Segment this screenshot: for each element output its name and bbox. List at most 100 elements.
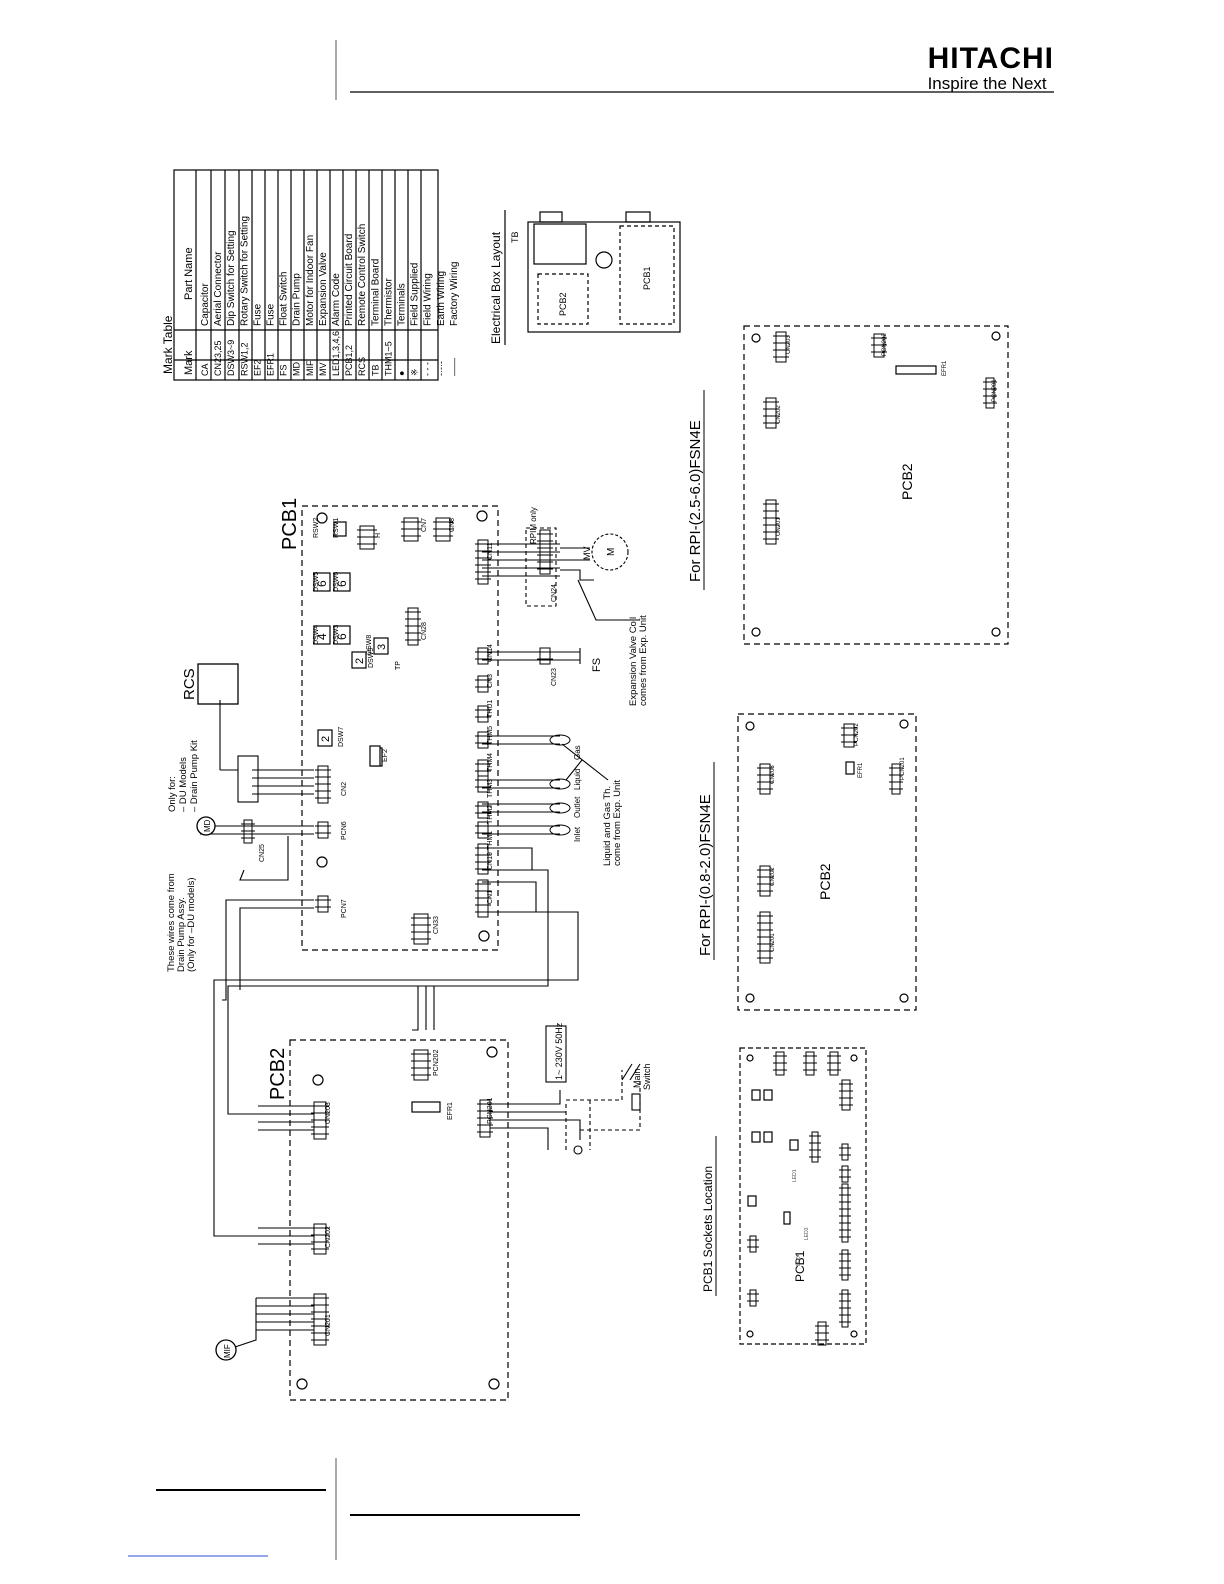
- rcs-label: RCS: [181, 668, 198, 700]
- part-name-cell: Rotary Switch for Setting: [239, 216, 250, 326]
- electrical-box-layout: [504, 210, 681, 345]
- thm5-label: THM5: [487, 726, 494, 745]
- large-cn201-connector: [763, 499, 779, 545]
- mark-col-header: Mark: [183, 350, 195, 375]
- cn203-connector: [311, 1101, 329, 1140]
- socket-cn1: [839, 1289, 851, 1328]
- large-cn202-connector: [763, 397, 779, 429]
- part-name-cell: Float Switch: [279, 272, 290, 326]
- cn2-connector: [315, 765, 331, 804]
- socket-pcn7: [747, 1289, 759, 1307]
- dsw3-value: 6: [335, 633, 349, 640]
- sockets-pcb1-label: PCB1: [793, 1250, 807, 1282]
- pcb1-wiring: [200, 527, 640, 1237]
- large-pcn201-connector: [983, 377, 997, 409]
- pcn202-label: PCN202: [433, 1049, 440, 1076]
- part-name-cell: Motor for Indoor Fan: [305, 235, 316, 326]
- liquid-note-2: come from Exp. Unit: [612, 780, 623, 866]
- h-connector: [357, 525, 377, 550]
- large-efr1: EFR1: [942, 360, 948, 376]
- pcb1-board: [301, 505, 499, 951]
- cn28-label: CN28: [421, 622, 428, 640]
- for-large-title: For RPI-(2.5-6.0)FSN4E: [687, 420, 704, 582]
- socket-pcn6: [747, 1235, 759, 1253]
- cn201-connector: [311, 1293, 329, 1346]
- pcb2-label: PCB2: [267, 1048, 289, 1100]
- thm4-label: THM4: [487, 753, 494, 772]
- pcn7-label: PCN7: [341, 899, 348, 918]
- large-cn202: CN202: [776, 405, 782, 424]
- mark-cell: RSW1,2: [239, 342, 249, 376]
- fuse-ef2: [369, 745, 381, 767]
- liquid-label: Liquid: [573, 769, 582, 790]
- liquid-note-1: Liquid and Gas Th.: [602, 786, 613, 866]
- mark-cell: LED1,3,4,6: [331, 331, 341, 376]
- cn33-connector: [411, 913, 431, 945]
- mark-cell: RCS: [357, 357, 367, 376]
- mark-cell: -·-·-: [436, 361, 446, 376]
- dsw8-label: DSW8: [366, 635, 373, 655]
- mark-cell: CA: [200, 363, 210, 376]
- rsw2-label: RSW2: [313, 518, 320, 538]
- small-pcb2-label: PCB2: [817, 863, 833, 900]
- pcb2-wiring: [225, 1025, 641, 1351]
- mark-cell: MV: [318, 363, 328, 377]
- dsw6-value: 6: [335, 580, 349, 587]
- dsw7-label: DSW7: [338, 727, 345, 747]
- socket-cn3: [839, 1165, 851, 1183]
- tp-label: TP: [395, 661, 402, 670]
- thm2-label: THM2: [487, 805, 494, 824]
- mark-cell: THM1~5: [383, 341, 393, 376]
- cn14-label: CN14: [487, 644, 494, 662]
- socket-thm: [839, 1183, 851, 1243]
- cn19-label: CN19: [487, 852, 494, 870]
- fs-label: FS: [591, 658, 603, 672]
- cn8-label: CN8: [449, 518, 456, 532]
- large-pcb2-label: PCB2: [899, 463, 915, 500]
- m-label: M: [606, 548, 617, 556]
- cn3-label: CN3: [487, 674, 494, 688]
- led3-label: LED3: [804, 1227, 810, 1240]
- large-pcn202: PCN202: [882, 333, 888, 356]
- cn23-connector: [537, 647, 553, 665]
- md-motor: [196, 816, 216, 836]
- part-name-cell: Remote Control Switch: [357, 224, 368, 326]
- socket-cn19: [839, 1249, 851, 1281]
- small-efr1: EFR1: [858, 762, 864, 778]
- pcb2-large-board: [743, 325, 1009, 645]
- small-pcn202-connector: [841, 723, 857, 748]
- mv-label: MV: [582, 547, 592, 561]
- md-label: MD: [203, 819, 212, 832]
- part-col-header: Part Name: [183, 247, 195, 300]
- wires-note-1: These wires come from: [166, 873, 177, 972]
- dsw3-label: DSW3: [333, 625, 340, 645]
- part-name-cell: Expansion Valve: [318, 252, 329, 326]
- wires-note-3: (Only for –DU models): [186, 878, 197, 973]
- pcn6-connector: [315, 821, 331, 839]
- cn7-label: CN7: [421, 518, 428, 532]
- mark-cell: ●: [397, 371, 407, 376]
- pcb2-small-board: [737, 713, 917, 1011]
- mark-cell: EF2: [252, 359, 262, 376]
- socket-cn33: [815, 1321, 829, 1346]
- pcn6-label: PCN6: [341, 821, 348, 840]
- sockets-labels: LED1 LED3 LED4: [792, 1169, 810, 1266]
- wires-note-2: Drain Pump Assy.: [176, 897, 187, 972]
- led4-label: LED4: [796, 1253, 802, 1266]
- large-pcn201: PCN201: [992, 379, 998, 402]
- page-rules: [128, 40, 1054, 1560]
- small-cn201-connector: [757, 911, 773, 964]
- cn2-label: CN2: [341, 782, 348, 796]
- part-name-cell: Fuse: [252, 303, 263, 326]
- cn202-label: CN202: [325, 1226, 332, 1248]
- part-name-cell: Fuse: [266, 303, 277, 326]
- dsw9-label: DSW9: [368, 648, 375, 668]
- cn25-label: CN25: [259, 844, 266, 862]
- pcb1-label: PCB1: [279, 498, 301, 550]
- part-name-cell: Thermistor: [383, 278, 394, 326]
- socket-cn7: [803, 1051, 817, 1076]
- led1-label: LED1: [792, 1169, 798, 1182]
- gas-label: Gas: [573, 745, 582, 760]
- mark-cell: EFR1: [266, 353, 276, 376]
- sockets-title: PCB1 Sockets Location: [701, 1166, 715, 1292]
